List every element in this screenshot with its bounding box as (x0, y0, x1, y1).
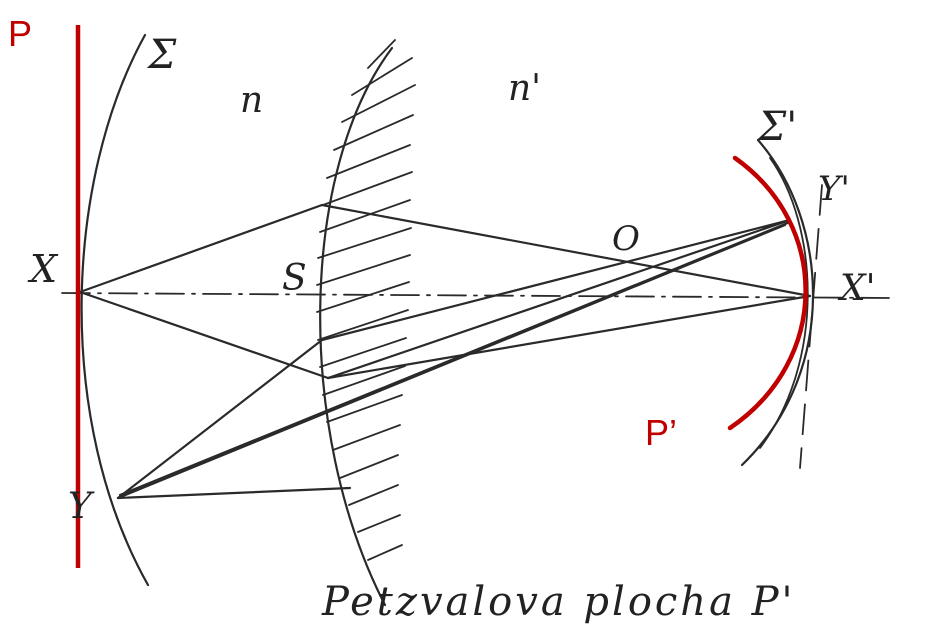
label-x-prime: X' (837, 268, 876, 309)
label-p: P (8, 13, 32, 54)
petzval-surface (727, 155, 808, 431)
label-y: Y (68, 486, 95, 527)
caption: Petzvalova plocha P' (321, 579, 796, 625)
label-n-prime: n' (508, 68, 541, 109)
label-y-prime: Y' (818, 169, 850, 209)
optical-axis (61, 292, 896, 299)
label-x: X (27, 247, 59, 291)
surface-hatching (316, 39, 416, 561)
label-sigma-prime: Σ' (756, 104, 797, 150)
label-sigma: Σ (146, 32, 177, 78)
refracting-surface (319, 46, 394, 607)
image-plane (799, 184, 823, 469)
label-s: S (282, 258, 307, 299)
ray-bundle (78, 203, 812, 500)
label-p-prime: P’ (645, 412, 677, 453)
label-o: O (612, 219, 640, 259)
sphere-sigma (80, 33, 150, 587)
label-n: n (240, 80, 263, 121)
